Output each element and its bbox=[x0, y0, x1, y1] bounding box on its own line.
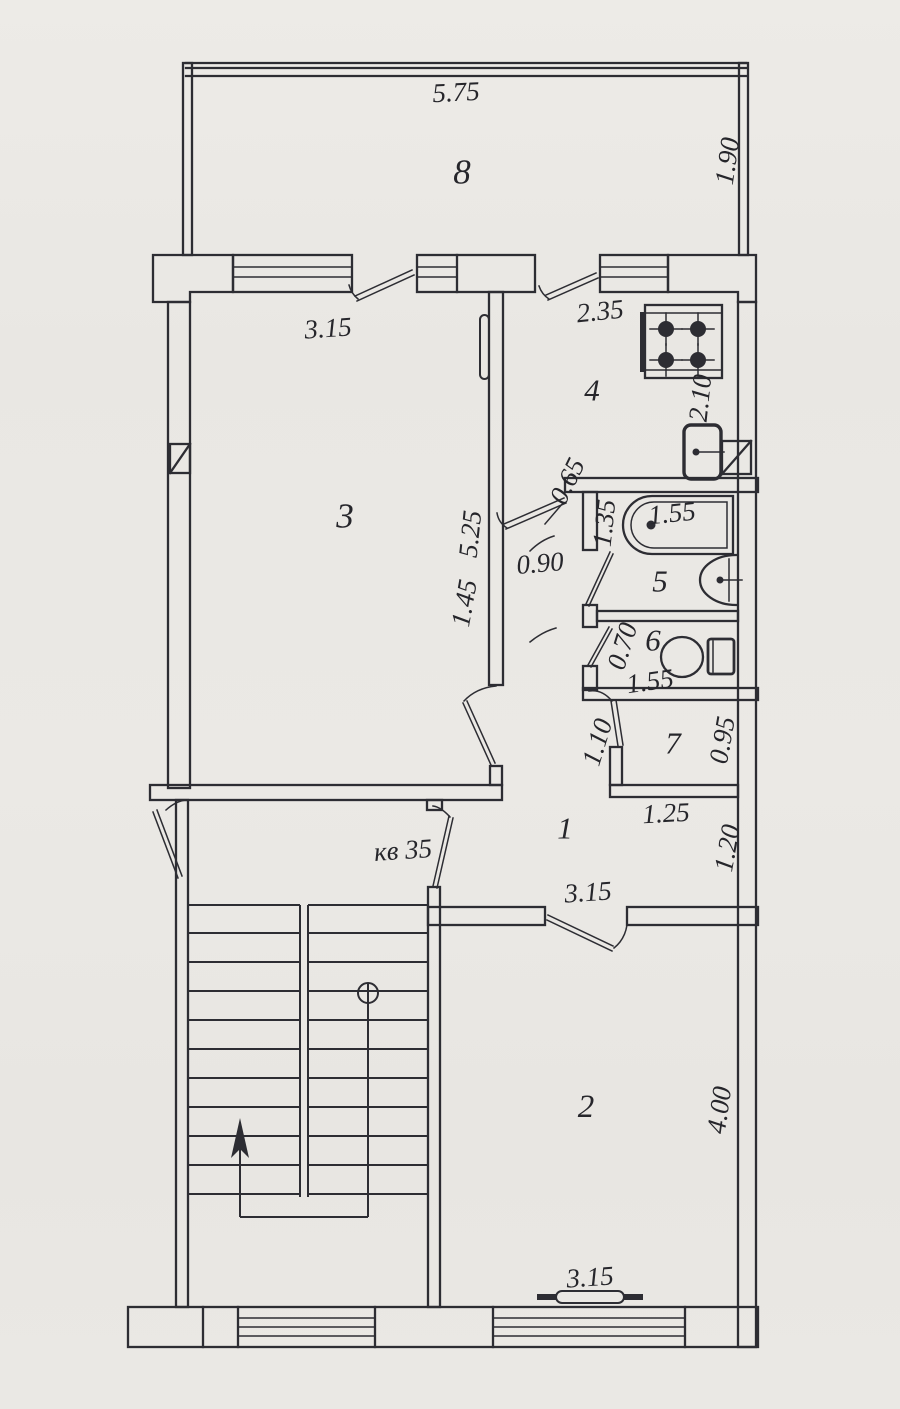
door-kitchen bbox=[496, 497, 567, 530]
wall-room7-left bbox=[608, 745, 624, 787]
dim-room7-right: 0.95 bbox=[703, 714, 741, 766]
dim-kitchen-entry: 2.35 bbox=[575, 294, 625, 329]
dim-room8-depth: 1.90 bbox=[709, 135, 745, 186]
dim-tub-length: 1.55 bbox=[647, 496, 697, 531]
wall-bath-toilet bbox=[595, 609, 740, 623]
room2-number: 2 bbox=[578, 1089, 595, 1125]
wall-pier-left bbox=[151, 253, 235, 304]
dim-room1-right: 1.20 bbox=[708, 822, 746, 874]
room3-number: 3 bbox=[335, 497, 354, 536]
door-room3-hall bbox=[462, 685, 497, 766]
dim-room7-left: 1.10 bbox=[576, 715, 619, 769]
burner-icon bbox=[649, 312, 683, 346]
room1-number: 1 bbox=[557, 811, 573, 846]
door-entry-apartment bbox=[432, 805, 454, 889]
dim-kitchen-depth: 2.10 bbox=[683, 372, 718, 423]
wall-pier-center bbox=[415, 253, 537, 294]
wall-stairs-right bbox=[426, 885, 442, 1309]
wall-room3-kitchen bbox=[487, 290, 505, 687]
door-toilet bbox=[528, 625, 614, 669]
apartment-label: кв 35 bbox=[373, 833, 433, 867]
heating-riser bbox=[479, 314, 490, 380]
dim-toilet-door: 0.70 bbox=[601, 619, 644, 673]
leader-065 bbox=[543, 501, 565, 526]
doors bbox=[152, 269, 628, 952]
ventilation-shaft-icon bbox=[168, 442, 192, 475]
wall-left-room3 bbox=[166, 300, 192, 790]
burner-icon bbox=[649, 343, 683, 377]
room6-number: 6 bbox=[645, 623, 661, 658]
stair-walk-line bbox=[239, 982, 379, 1218]
wall-room7-bottom bbox=[608, 783, 740, 799]
radiator bbox=[537, 1290, 643, 1304]
door-bathroom bbox=[528, 535, 614, 607]
wall-bath-left-b bbox=[581, 603, 599, 629]
dim-room8-width: 5.75 bbox=[432, 76, 481, 108]
wall-room1-bottom-left bbox=[426, 905, 547, 927]
door-room2 bbox=[546, 914, 628, 952]
dim-room3-depth: 5.25 bbox=[453, 509, 488, 559]
dim-room2-depth: 4.00 bbox=[701, 1084, 737, 1135]
stair-steps-left bbox=[188, 904, 300, 1195]
door-entry-neighbor bbox=[152, 799, 187, 879]
wall-right-exterior bbox=[736, 300, 758, 1349]
wall-bottom-exterior bbox=[126, 1305, 760, 1349]
dim-corridor-door: 0.90 bbox=[515, 546, 565, 580]
burner-icon bbox=[681, 343, 715, 377]
window-room3 bbox=[231, 253, 354, 294]
up-arrow-icon bbox=[231, 1118, 249, 1158]
door-balcony-room3 bbox=[348, 269, 415, 302]
dim-room7-width: 1.25 bbox=[642, 797, 691, 829]
wall-room1-bottom-right bbox=[625, 905, 760, 927]
room5-number: 5 bbox=[652, 564, 668, 599]
wall-bath-left-c bbox=[581, 664, 599, 692]
room7-number: 7 bbox=[665, 726, 682, 761]
dim-room1-width: 3.15 bbox=[562, 875, 612, 908]
wall-entry bbox=[148, 783, 504, 802]
windows bbox=[231, 253, 687, 1349]
burner-icon bbox=[681, 312, 715, 346]
wall-entry-stub bbox=[488, 764, 504, 787]
dim-room3-width: 3.15 bbox=[302, 311, 352, 344]
room4-number: 4 bbox=[584, 373, 600, 408]
kitchen-sink bbox=[682, 423, 725, 481]
dim-corridor-length: 1.45 bbox=[445, 577, 483, 629]
bathtub bbox=[621, 494, 735, 556]
room8-number: 8 bbox=[453, 153, 471, 192]
door-balcony-kitchen bbox=[538, 272, 599, 301]
washbasin bbox=[698, 553, 743, 607]
staircase bbox=[188, 904, 428, 1218]
wall-bath-left-a bbox=[581, 490, 599, 552]
wall-pier-right bbox=[666, 253, 758, 304]
stove bbox=[640, 303, 724, 380]
dim-toilet-width: 1.55 bbox=[625, 663, 676, 699]
wall-kitchen-bottom bbox=[563, 476, 760, 494]
door-room7 bbox=[588, 689, 624, 747]
window-kitchen bbox=[598, 253, 670, 294]
dim-bath-depth: 1.35 bbox=[587, 498, 622, 548]
wall-entry-notch bbox=[425, 798, 444, 812]
wall-toilet-bottom bbox=[581, 686, 760, 702]
dim-room2-width: 3.15 bbox=[564, 1260, 614, 1293]
toilet bbox=[659, 635, 736, 679]
balcony-wall-left bbox=[181, 61, 194, 257]
ventilation-shaft-icon bbox=[720, 439, 753, 476]
fixtures bbox=[168, 303, 753, 1304]
